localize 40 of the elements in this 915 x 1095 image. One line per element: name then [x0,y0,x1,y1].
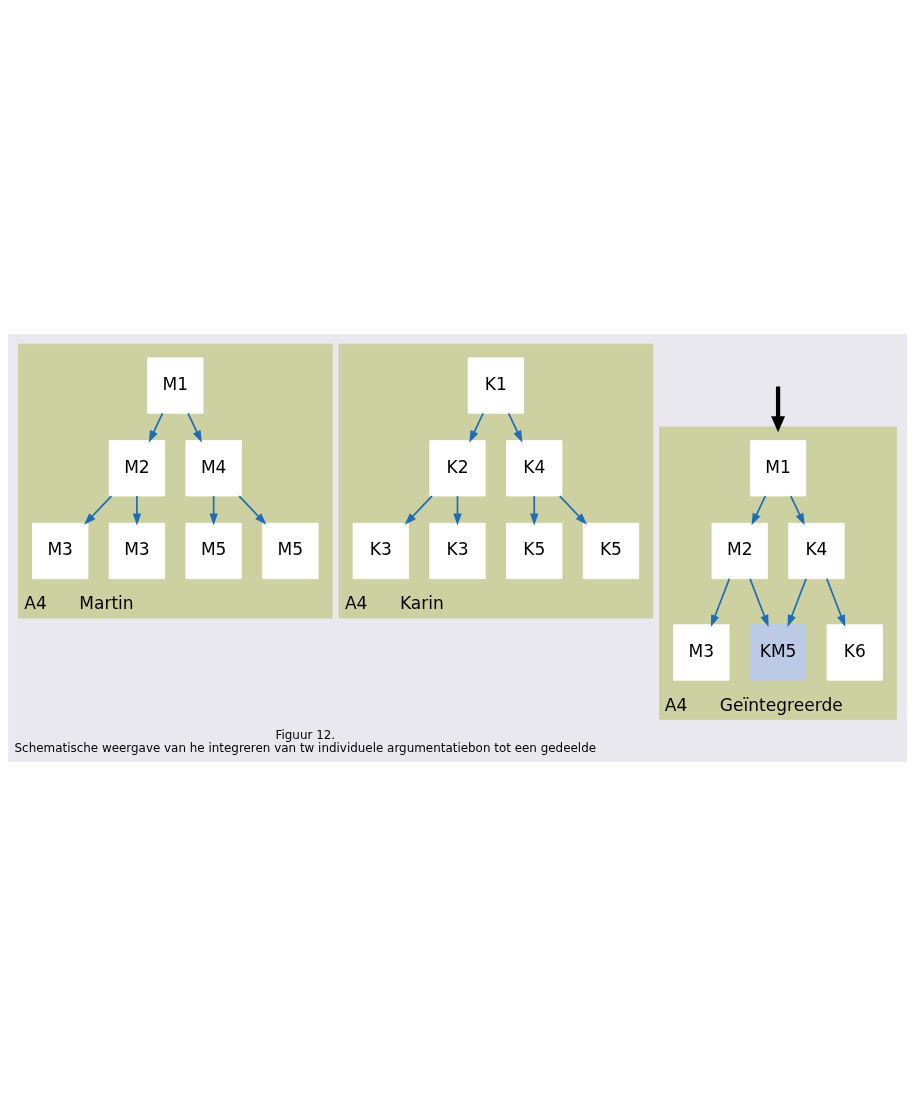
arrow [787,577,807,627]
arrow [710,577,731,627]
node-box: M2 [711,522,768,579]
node-box: K1 [467,356,524,414]
node-box: KM5 [749,623,807,681]
arrow [751,494,767,525]
arrow [148,412,164,443]
node-box: M3 [673,623,730,681]
arrow [132,494,142,526]
arrow [187,412,202,443]
arrow [238,494,267,525]
node-box: M3 [108,522,166,579]
arrow [209,494,218,526]
arrow [469,412,484,443]
node-box: M5 [262,522,319,579]
arrow [749,577,769,627]
node-box: M5 [185,522,242,579]
node-box: K5 [506,522,563,579]
node-box: M2 [108,439,166,496]
node-box: M1 [147,356,204,414]
arrow [790,494,805,525]
arrow [530,494,539,526]
node-box: K4 [788,522,845,579]
node-box: K4 [506,439,563,496]
arrow [825,577,846,627]
arrow [558,494,588,525]
node-box: K6 [826,623,883,681]
node-box: M4 [185,439,242,496]
arrow [507,412,523,443]
arrow [84,494,113,525]
node-box: K5 [582,522,640,579]
diagram-title: Figuur 12. [275,727,336,742]
node-box: K3 [352,522,409,579]
node-box: K2 [429,439,486,496]
node-box: K3 [429,522,486,579]
arrow [453,494,462,526]
arrow [771,386,786,432]
node-box: M3 [32,522,89,579]
node-box: M1 [749,439,807,496]
arrow [404,494,433,525]
